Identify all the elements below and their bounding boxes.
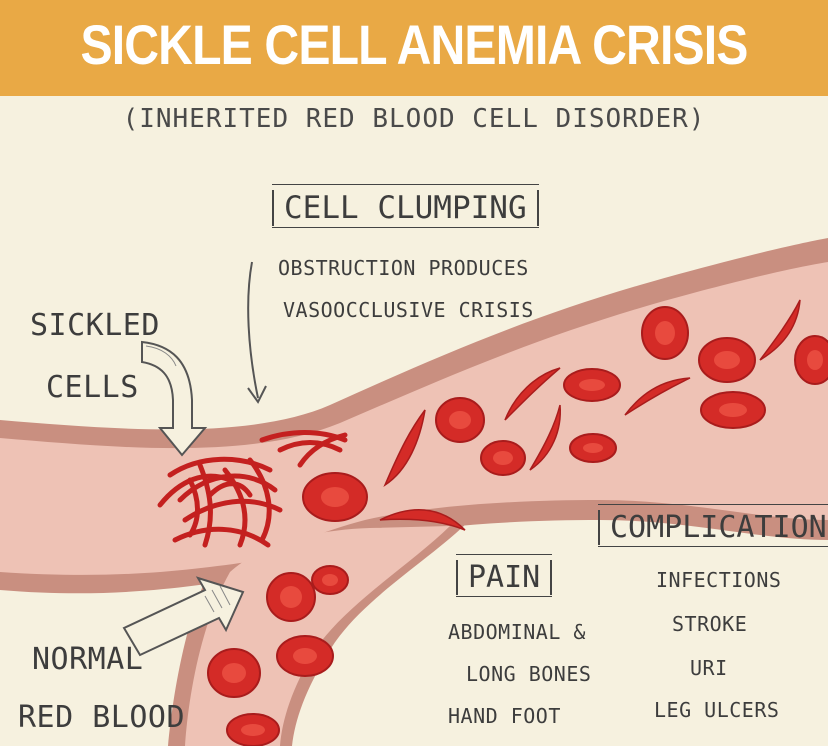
- normal-blood-arrow: [122, 576, 245, 657]
- normal-cell: [641, 306, 689, 360]
- normal-cell: [311, 565, 349, 595]
- complications-heading: COMPLICATIONS: [598, 504, 828, 547]
- normal-cell: [226, 713, 280, 746]
- page-title: SICKLE CELL ANEMIA CRISIS: [80, 13, 748, 76]
- normal-cell: [266, 572, 316, 622]
- sickle-cell: [759, 299, 801, 361]
- sickle-cell: [383, 409, 426, 487]
- cell-clumping-line-2: VASOOCCLUSIVE CRISIS: [283, 298, 534, 322]
- normal-cell: [569, 433, 617, 463]
- sickled-cells-label-2: CELLS: [46, 370, 139, 405]
- title-banner: [0, 0, 828, 96]
- sickle-cell: [379, 509, 466, 531]
- pain-line-3: HAND FOOT: [448, 704, 561, 728]
- sickle-cells: [379, 299, 801, 531]
- normal-blood-label-2: RED BLOOD: [18, 700, 186, 735]
- pain-heading: PAIN: [456, 554, 553, 597]
- pain-line-2: LONG BONES: [466, 662, 592, 686]
- normal-cell: [698, 337, 756, 383]
- normal-cell: [302, 472, 368, 522]
- normal-cell: [794, 335, 828, 385]
- complication-item: INFECTIONS: [656, 568, 782, 592]
- normal-blood-label-1: NORMAL: [32, 642, 144, 677]
- normal-cell: [480, 440, 526, 476]
- pain-line-1: ABDOMINAL &: [448, 620, 586, 644]
- sickle-cell: [504, 367, 561, 421]
- sickle-cell: [529, 404, 561, 471]
- clumping-arrow: [247, 261, 259, 399]
- cell-clumping-heading: CELL CLUMPING: [272, 184, 539, 228]
- normal-cell: [207, 648, 261, 698]
- normal-cell: [700, 391, 766, 429]
- complication-item: STROKE: [672, 612, 748, 636]
- cell-clumping-line-1: OBSTRUCTION PRODUCES: [278, 256, 529, 280]
- normal-cell: [435, 397, 485, 443]
- sickle-cell: [624, 377, 691, 416]
- normal-cells: [207, 306, 828, 746]
- normal-cell: [563, 368, 621, 402]
- arrows: [122, 261, 267, 657]
- sickled-cells-label-1: SICKLED: [30, 308, 160, 343]
- complication-item: URI: [690, 656, 728, 680]
- sickled-cells-arrow: [141, 340, 208, 457]
- sickle-clump: [157, 430, 348, 548]
- page-subtitle: (INHERITED RED BLOOD CELL DISORDER): [122, 104, 706, 134]
- complication-item: LEG ULCERS: [654, 698, 780, 722]
- normal-cell: [276, 635, 334, 677]
